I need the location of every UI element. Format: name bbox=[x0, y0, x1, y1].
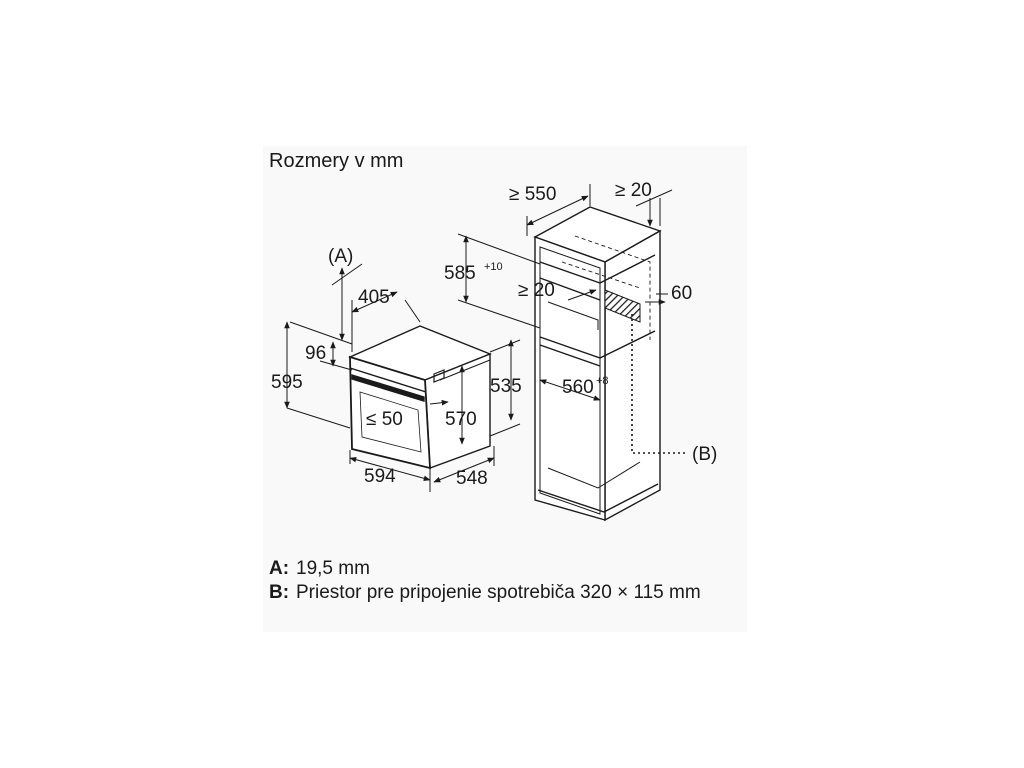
label-535: 535 bbox=[490, 376, 522, 397]
oven-control-panel bbox=[349, 367, 427, 393]
cabinet-shelf-upper bbox=[539, 277, 601, 301]
legend-key-a: A: bbox=[269, 558, 290, 579]
label-560-tol: +8 bbox=[596, 375, 609, 387]
label-548: 548 bbox=[456, 468, 488, 489]
cabinet-dimensions bbox=[457, 184, 688, 454]
cabinet-drawing bbox=[533, 206, 662, 522]
callout-a: (A) bbox=[328, 246, 353, 267]
diagram-background bbox=[263, 146, 747, 632]
legend-item-a: A: 19,5 mm bbox=[269, 557, 716, 581]
label-585-tol: +10 bbox=[484, 261, 503, 273]
label-570: 570 bbox=[445, 409, 477, 430]
legend: A: 19,5 mm B: Priestor pre pripojenie sp… bbox=[269, 557, 716, 605]
label-560: 560 bbox=[562, 377, 594, 398]
oven-handle bbox=[351, 374, 425, 402]
label-405: 405 bbox=[358, 287, 390, 308]
label-595: 595 bbox=[271, 372, 303, 393]
oven-dimension-labels: (A) 405 96 595 ≤ 50 570 535 594 548 bbox=[271, 246, 522, 489]
cabinet-inner-back bbox=[547, 301, 641, 489]
cabinet-dimension-labels: ≥ 550 ≥ 20 585 +10 ≥ 20 60 560 +8 (B) bbox=[444, 180, 717, 465]
oven-door-window bbox=[359, 391, 422, 453]
cabinet-shelf-low bbox=[539, 344, 601, 367]
diagram-title: Rozmery v mm bbox=[269, 150, 404, 172]
cabinet-hidden-back bbox=[561, 235, 651, 340]
label-594: 594 bbox=[364, 466, 396, 487]
legend-item-b: B: Priestor pre pripojenie spotrebiča 32… bbox=[269, 581, 716, 605]
legend-text-a: 19,5 mm bbox=[296, 558, 370, 579]
oven-drawing bbox=[348, 325, 492, 470]
label-ge20-mid: ≥ 20 bbox=[518, 280, 555, 301]
legend-text-b: Priestor pre pripojenie spotrebiča 320 ×… bbox=[296, 582, 701, 603]
label-ge20-top: ≥ 20 bbox=[615, 180, 652, 201]
cabinet-shelf-mid bbox=[539, 330, 656, 359]
label-le50: ≤ 50 bbox=[366, 409, 403, 430]
legend-key-b: B: bbox=[269, 582, 290, 603]
label-ge550: ≥ 550 bbox=[509, 184, 556, 205]
cabinet-plinth bbox=[537, 483, 659, 513]
oven-dimensions bbox=[284, 263, 521, 492]
callout-b: (B) bbox=[692, 444, 717, 465]
label-585: 585 bbox=[444, 263, 476, 284]
callout-b-leader bbox=[631, 314, 688, 454]
label-60: 60 bbox=[671, 283, 692, 304]
label-96: 96 bbox=[305, 343, 326, 364]
cabinet-shelf-top bbox=[539, 254, 656, 284]
